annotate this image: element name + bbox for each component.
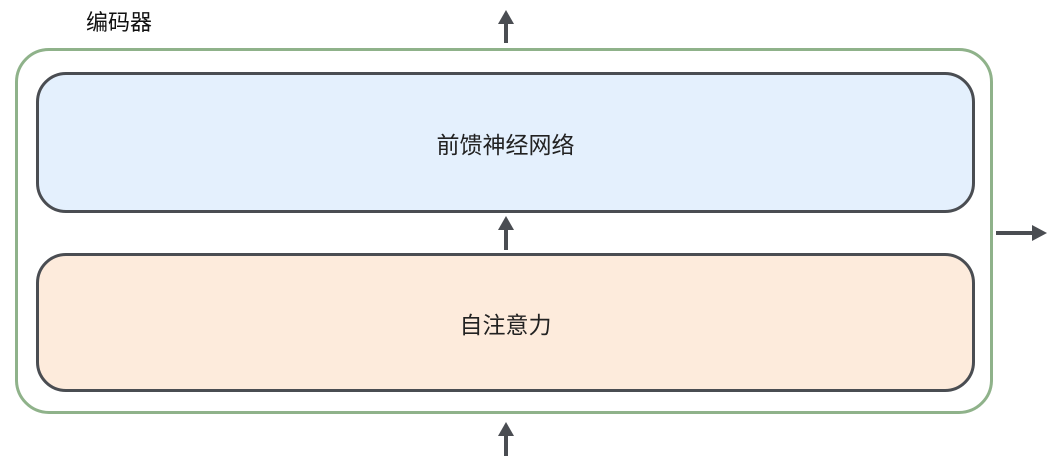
self-attention-label: 自注意力 bbox=[459, 312, 552, 339]
feed-forward-label: 前馈神经网络 bbox=[436, 132, 575, 159]
output-arrow-up-icon bbox=[498, 10, 514, 43]
input-arrow-up-icon bbox=[498, 422, 514, 456]
encoder-title: 编码器 bbox=[86, 11, 153, 36]
feed-forward-block: 前馈神经网络 bbox=[36, 72, 975, 213]
self-attention-block: 自注意力 bbox=[36, 253, 975, 392]
output-arrow-right-icon bbox=[996, 225, 1047, 241]
encoder-container bbox=[15, 48, 993, 414]
internal-arrow-up-icon bbox=[498, 216, 514, 250]
